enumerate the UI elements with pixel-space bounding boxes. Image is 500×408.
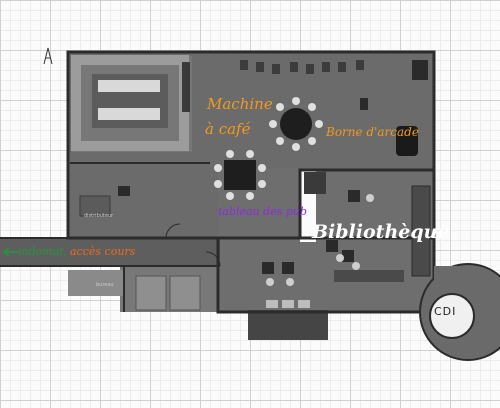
kitchen-pillar [182,62,190,112]
outer-wall [66,50,436,240]
bookshelf-front [334,270,404,282]
upper-seating [240,60,364,74]
corridor-details [135,223,221,311]
round-table-1 [269,97,323,151]
arcade-cabinets [360,60,428,156]
kitchen [71,55,190,151]
label-office-tag: bureau [96,282,114,288]
label-borne-arcade: Borne d'arcade [326,125,419,139]
round-table-2 [214,150,266,200]
north-arrow-icon [43,47,53,65]
label-cafe: à café [205,120,251,138]
bookshelf-right [411,185,431,277]
entry-arrow-icon [2,247,18,257]
sofa-row [266,300,310,308]
library-furniture [262,172,431,308]
entrance-floor [248,310,328,340]
label-vending-tag: distributeur [84,213,114,219]
label-tableau-pub: tableau des pub [218,205,308,218]
label-machine: Machine [207,95,273,113]
label-indomat: indomat, [18,245,68,258]
reading-tables [262,190,360,274]
label-cdi: CDI [434,305,457,318]
cdi-room [419,263,500,361]
kitchen-shelf [98,108,160,120]
kitchen-island [98,80,160,92]
label-acces-cours: accès cours [70,245,136,258]
office-floor [68,270,124,296]
walls [0,50,436,314]
library-counter [304,172,326,194]
vending-area [79,186,130,217]
corridor-floor [0,238,220,266]
reading-chairs [266,194,374,286]
label-bibliotheque: Bibliothèque [312,221,450,243]
